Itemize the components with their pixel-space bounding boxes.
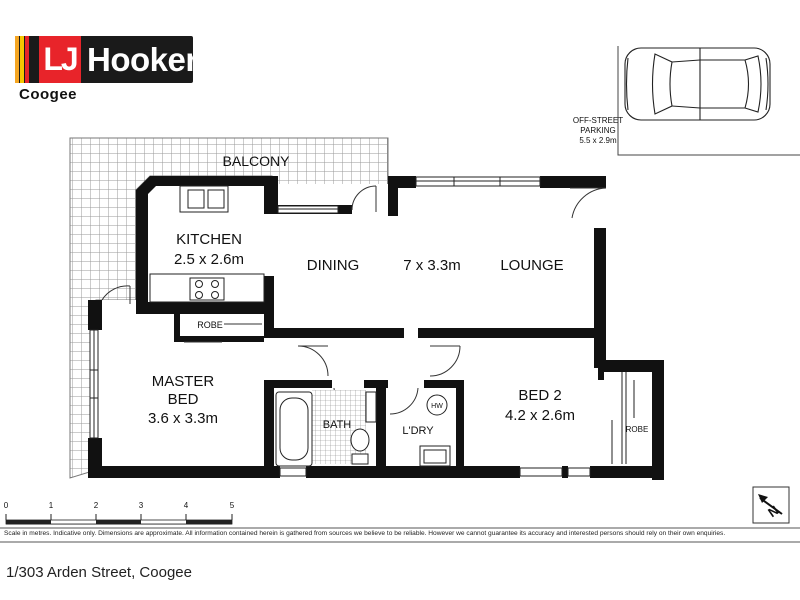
logo-lj-mark: LJ xyxy=(39,36,81,83)
scale-bar: 0 1 2 3 4 5 xyxy=(4,501,235,525)
scale-tick-0: 0 xyxy=(4,501,9,510)
parking-label-1: OFF-STREET xyxy=(573,116,623,125)
kitchen-fixtures xyxy=(149,185,265,303)
master-bed-label-1: MASTER xyxy=(152,373,215,390)
laundry-label: L'DRY xyxy=(402,425,434,437)
dining-label: DINING xyxy=(307,257,360,274)
parking-area: OFF-STREET PARKING 5.5 x 2.9m xyxy=(573,46,800,156)
logo-wordmark: Hooker xyxy=(87,41,198,78)
balcony-label: BALCONY xyxy=(223,153,291,169)
logo-stripe-yellow xyxy=(20,36,24,83)
bed2-robe xyxy=(611,372,635,464)
property-address: 1/303 Arden Street, Coogee xyxy=(6,564,192,581)
scale-tick-4: 4 xyxy=(184,501,189,510)
scale-tick-5: 5 xyxy=(230,501,235,510)
bath-label: BATH xyxy=(323,419,352,431)
bed2-dimensions: 4.2 x 2.6m xyxy=(505,407,575,424)
living-dimensions: 7 x 3.3m xyxy=(403,257,461,274)
car-icon xyxy=(624,47,771,121)
robe-master-label: ROBE xyxy=(197,320,223,330)
kitchen-label: KITCHEN xyxy=(176,231,242,248)
logo-stripe-red xyxy=(25,36,29,83)
parking-dimensions: 5.5 x 2.9m xyxy=(579,136,617,145)
scale-tick-3: 3 xyxy=(139,501,144,510)
office-name: Coogee xyxy=(19,86,78,103)
parking-label-2: PARKING xyxy=(580,126,615,135)
bath-fixtures xyxy=(275,390,451,467)
master-bed-dimensions: 3.6 x 3.3m xyxy=(148,410,218,427)
hot-water-label: HW xyxy=(431,403,443,410)
windows xyxy=(89,176,591,477)
kitchen-dimensions: 2.5 x 2.6m xyxy=(174,251,244,268)
bed2-label: BED 2 xyxy=(518,387,561,404)
lounge-label: LOUNGE xyxy=(500,257,563,274)
master-bed-label-2: BED xyxy=(168,391,199,408)
disclaimer-text: Scale in metres. Indicative only. Dimens… xyxy=(4,530,726,537)
scale-tick-2: 2 xyxy=(94,501,99,510)
agency-logo: LJ Hooker xyxy=(15,36,198,83)
robe-bed2-label: ROBE xyxy=(626,425,649,434)
compass-north-icon: N xyxy=(752,486,790,524)
logo-stripe-orange xyxy=(15,36,19,83)
scale-tick-1: 1 xyxy=(49,501,54,510)
